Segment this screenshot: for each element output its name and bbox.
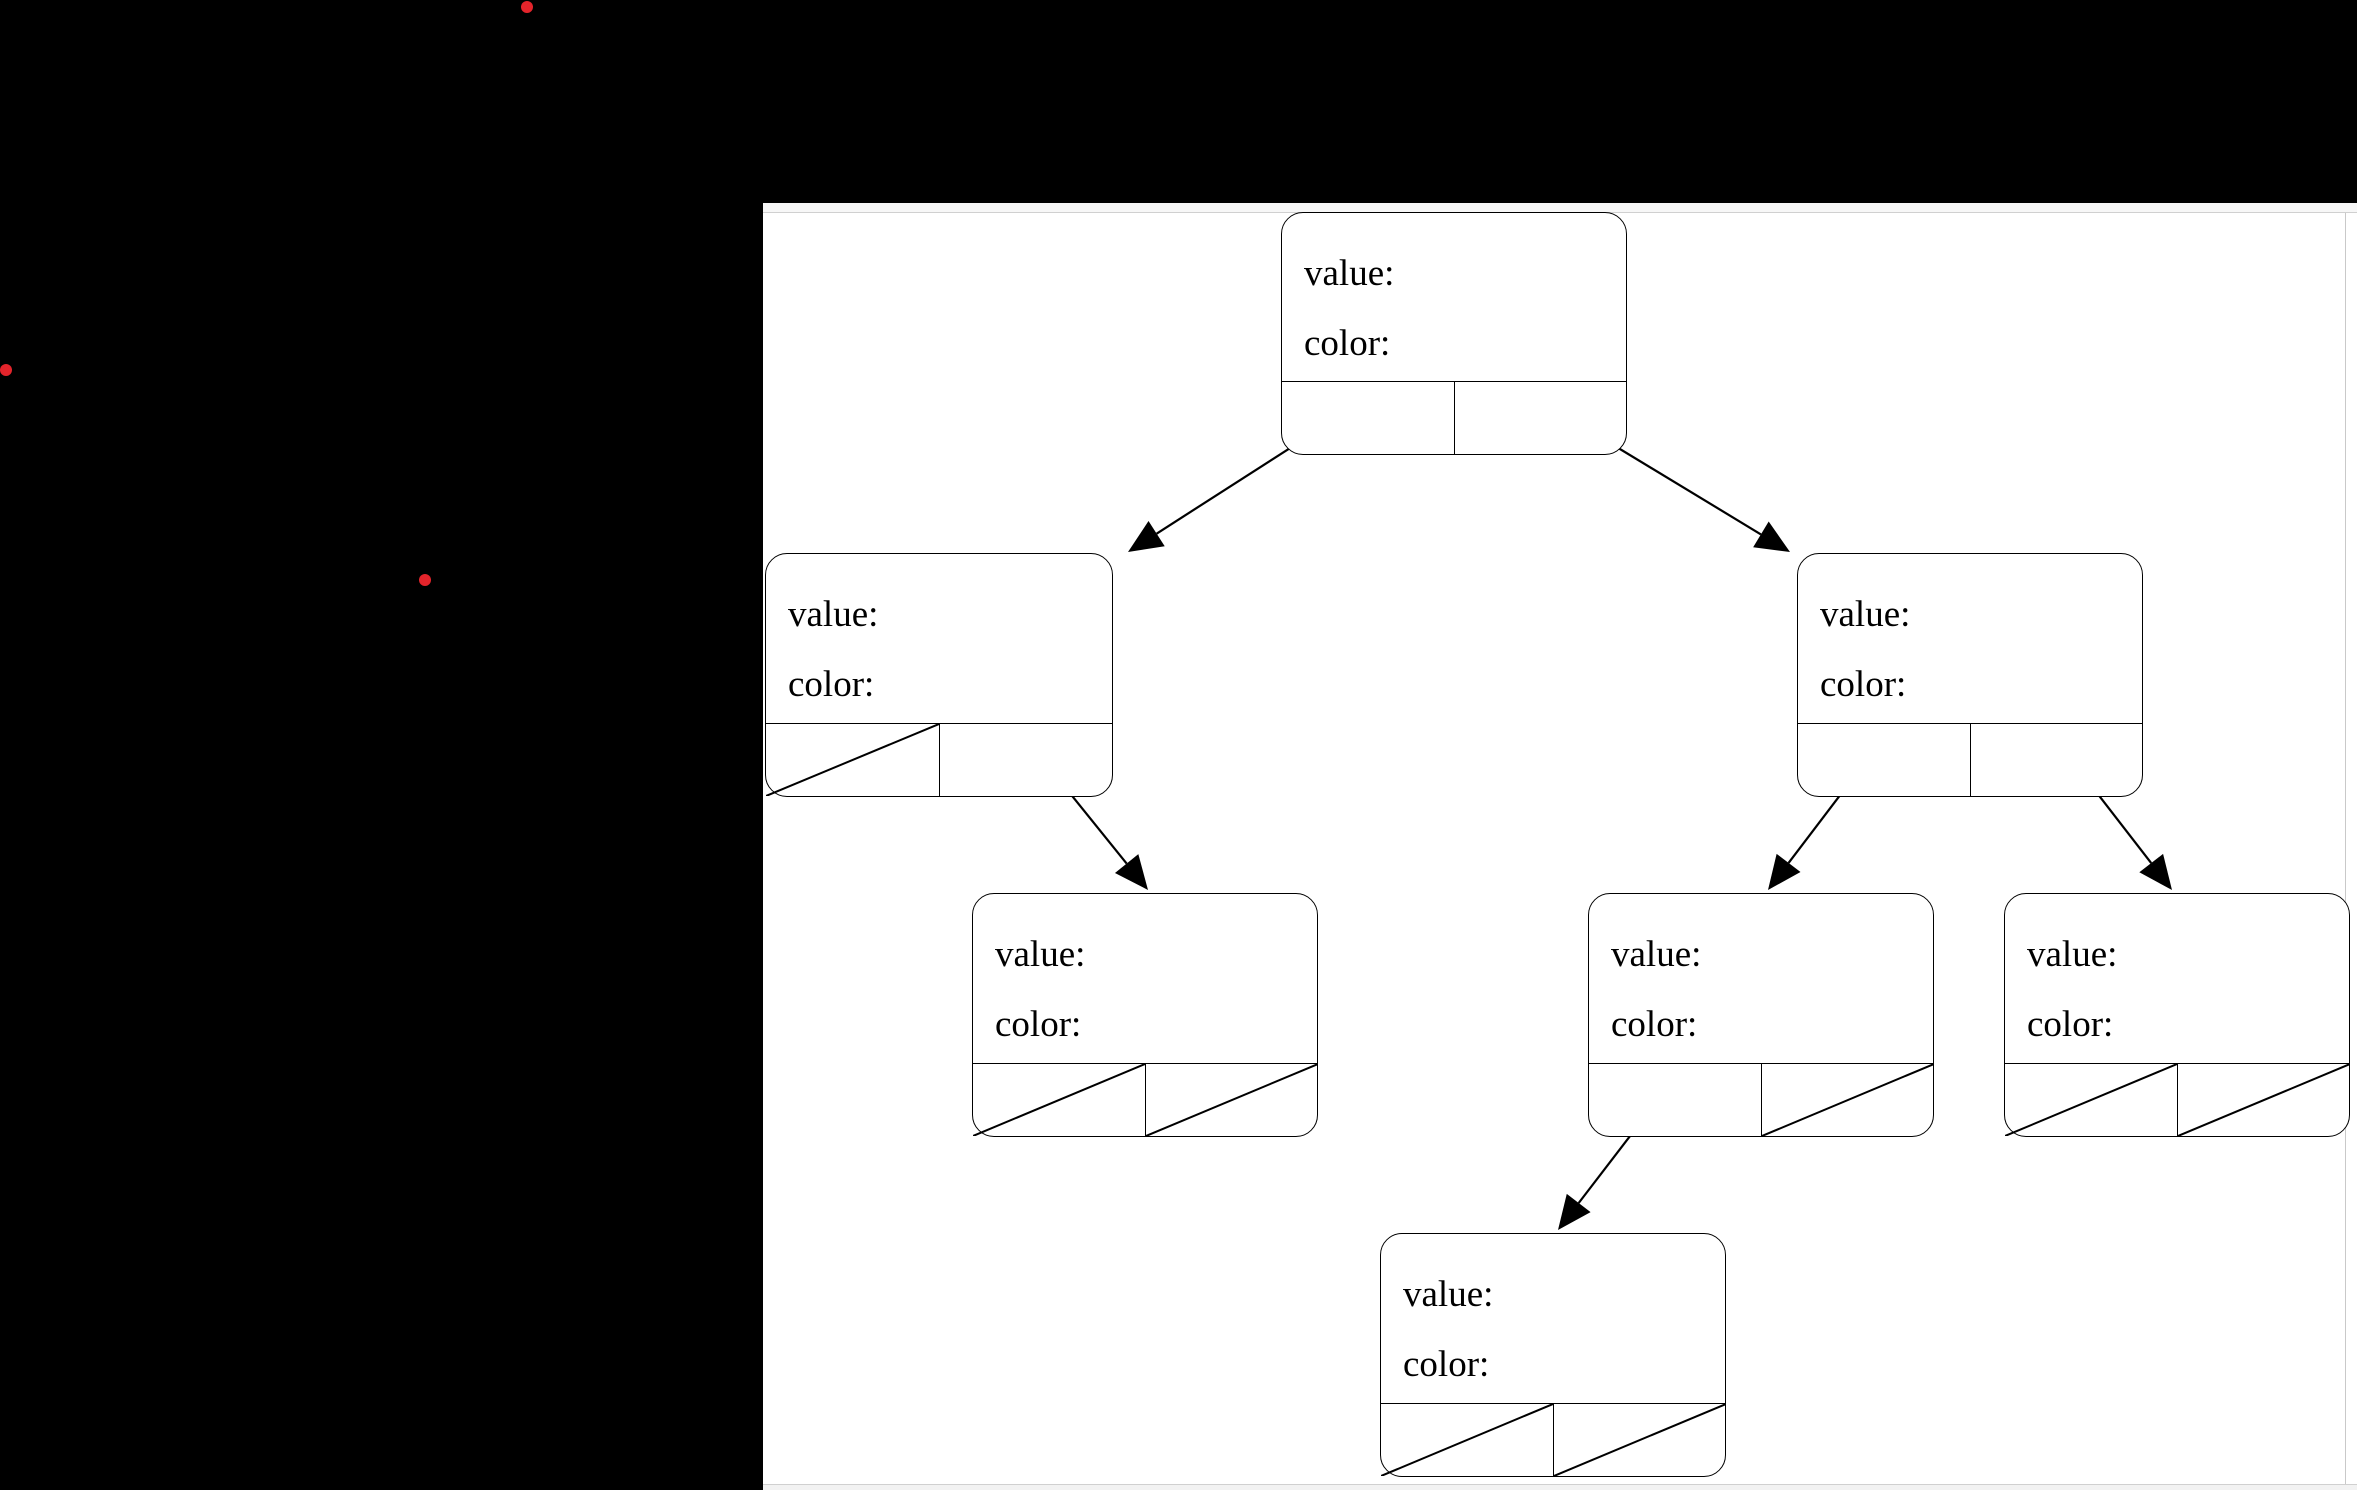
node-left-pointer-cell[interactable] (2005, 1064, 2177, 1136)
node-color-label: color: (2027, 1004, 2114, 1045)
node-pointer-bar (973, 1063, 1317, 1136)
tree-node-right-child[interactable]: value: color: (1797, 553, 2143, 797)
node-pointer-bar (2005, 1063, 2349, 1136)
node-value-label: value: (1403, 1274, 1494, 1315)
node-value-label: value: (1820, 594, 1911, 635)
node-right-pointer-cell[interactable] (2177, 1064, 2350, 1136)
node-right-pointer-cell[interactable] (1761, 1064, 1934, 1136)
node-color-label: color: (1304, 323, 1391, 364)
node-pointer-bar (1381, 1403, 1725, 1476)
null-pointer-slash-icon (2005, 1064, 2177, 1136)
node-color-label: color: (1611, 1004, 1698, 1045)
marker-dot-middle (419, 574, 431, 586)
node-color-label: color: (1403, 1344, 1490, 1385)
node-color-label: color: (995, 1004, 1082, 1045)
tree-node-left-child[interactable]: value: color: (765, 553, 1113, 797)
node-fields: value: color: (1381, 1234, 1725, 1404)
null-pointer-slash-icon (1146, 1064, 1318, 1136)
tree-node-leaf-a[interactable]: value: color: (972, 893, 1318, 1137)
null-pointer-slash-icon (1762, 1064, 1934, 1136)
node-right-pointer-cell[interactable] (1454, 382, 1627, 454)
node-fields: value: color: (1589, 894, 1933, 1064)
tree-node-root[interactable]: value: color: (1281, 212, 1627, 455)
node-right-pointer-cell[interactable] (939, 724, 1113, 796)
null-pointer-slash-icon (1554, 1404, 1726, 1476)
canvas-bottom-strip (763, 1484, 2357, 1490)
marker-dot-left (0, 364, 12, 376)
node-value-label: value: (2027, 934, 2118, 975)
node-pointer-bar (1589, 1063, 1933, 1136)
null-pointer-slash-icon (2178, 1064, 2350, 1136)
node-pointer-bar (766, 723, 1112, 796)
node-right-pointer-cell[interactable] (1970, 724, 2143, 796)
marker-dot-top (521, 1, 533, 13)
node-left-pointer-cell[interactable] (1381, 1404, 1553, 1476)
canvas-right-rule (2345, 213, 2346, 1490)
node-color-label: color: (788, 664, 875, 705)
node-value-label: value: (1304, 253, 1395, 294)
node-fields: value: color: (766, 554, 1112, 724)
tree-node-leaf-b[interactable]: value: color: (1588, 893, 1934, 1137)
node-fields: value: color: (1798, 554, 2142, 724)
node-value-label: value: (788, 594, 879, 635)
node-pointer-bar (1798, 723, 2142, 796)
node-right-pointer-cell[interactable] (1553, 1404, 1726, 1476)
node-left-pointer-cell[interactable] (973, 1064, 1145, 1136)
node-right-pointer-cell[interactable] (1145, 1064, 1318, 1136)
node-left-pointer-cell[interactable] (1282, 382, 1454, 454)
node-fields: value: color: (973, 894, 1317, 1064)
node-fields: value: color: (2005, 894, 2349, 1064)
node-value-label: value: (995, 934, 1086, 975)
node-left-pointer-cell[interactable] (1589, 1064, 1761, 1136)
node-color-label: color: (1820, 664, 1907, 705)
node-pointer-bar (1282, 381, 1626, 454)
node-left-pointer-cell[interactable] (1798, 724, 1970, 796)
diagram-canvas: value:color:value:color:value:color:valu… (763, 203, 2357, 1490)
node-fields: value: color: (1282, 213, 1626, 382)
tree-node-bottom[interactable]: value: color: (1380, 1233, 1726, 1477)
tree-node-leaf-c[interactable]: value: color: (2004, 893, 2350, 1137)
null-pointer-slash-icon (1381, 1404, 1553, 1476)
node-left-pointer-cell[interactable] (766, 724, 939, 796)
node-value-label: value: (1611, 934, 1702, 975)
null-pointer-slash-icon (973, 1064, 1145, 1136)
null-pointer-slash-icon (766, 724, 939, 796)
